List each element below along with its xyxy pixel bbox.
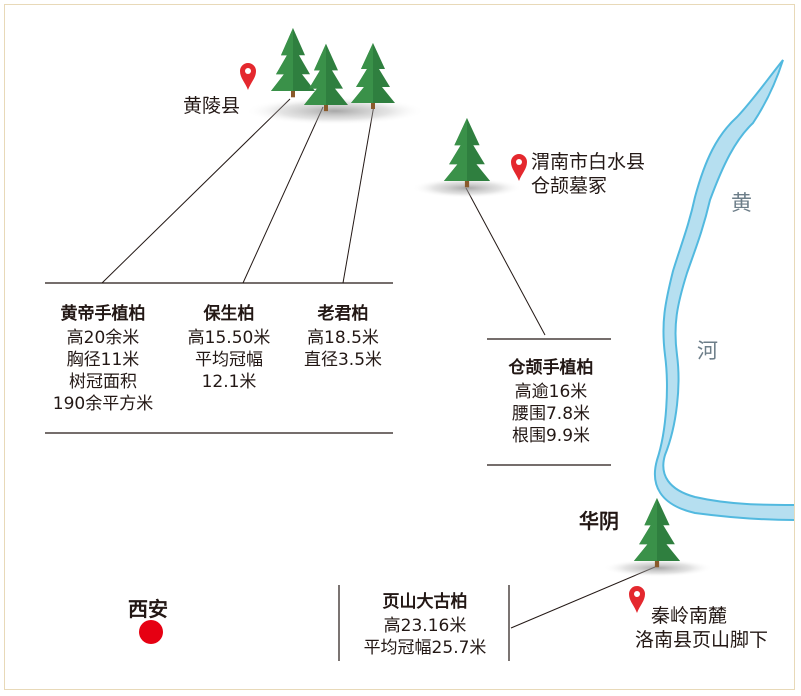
place-weinan-line1: 渭南市白水县	[531, 151, 646, 173]
tree-stat: 高逾16米	[514, 382, 588, 402]
tree-name: 页山大古柏	[382, 592, 468, 612]
tree-shadow	[603, 559, 713, 577]
map-canvas	[45, 28, 794, 661]
tree-stat: 190余平方米	[52, 394, 154, 414]
map-frame: 黄陵县 渭南市白水县 仓颉墓冢 华阴 秦岭南麓 洛南县页山脚下 西安 黄 河 黄…	[4, 4, 795, 690]
tree-shadow	[412, 178, 522, 198]
tree-icon	[351, 43, 395, 109]
tree-stat: 12.1米	[201, 372, 257, 392]
place-huayin: 华阴	[579, 509, 619, 533]
map-pin-icon	[629, 586, 645, 613]
tree-stat: 高15.50米	[187, 328, 271, 348]
leader-lines	[101, 98, 656, 629]
tree-stat: 直径3.5米	[303, 350, 383, 370]
tree-stat: 腰围7.8米	[511, 404, 591, 424]
place-xian: 西安	[128, 597, 168, 621]
map-pin-icon	[511, 154, 527, 181]
info-huangdi: 黄帝手植柏 高20余米 胸径11米 树冠面积 190余平方米	[43, 303, 163, 415]
yellow-river	[653, 59, 794, 521]
info-baosheng: 保生柏 高15.50米 平均冠幅 12.1米	[177, 303, 281, 393]
tree-stat: 高23.16米	[383, 616, 467, 636]
table-rules	[45, 282, 611, 661]
info-cangjie: 仓颉手植柏 高逾16米 腰围7.8米 根围9.9米	[491, 357, 611, 447]
tree-stat: 胸径11米	[66, 350, 140, 370]
tree-stat: 高20余米	[66, 328, 140, 348]
map-pin-icon	[240, 63, 256, 90]
tree-icon	[443, 118, 491, 188]
tree-icon	[271, 28, 315, 98]
place-huangling: 黄陵县	[183, 95, 241, 117]
river-label-char2: 河	[697, 339, 718, 363]
tree-shadow	[245, 97, 425, 125]
tree-stat: 平均冠幅25.7米	[363, 638, 487, 658]
river-label-char1: 黄	[731, 191, 752, 215]
tree-name: 老君柏	[317, 304, 369, 324]
tree-stat: 平均冠幅	[195, 350, 263, 370]
tree-name: 保生柏	[203, 304, 255, 324]
tree-name: 黄帝手植柏	[60, 304, 146, 324]
info-laojun: 老君柏 高18.5米 直径3.5米	[291, 303, 395, 371]
info-yeshan: 页山大古柏 高23.16米 平均冠幅25.7米	[345, 591, 505, 659]
tree-name: 仓颉手植柏	[508, 358, 594, 378]
tree-stat: 树冠面积	[69, 372, 137, 392]
place-weinan-line2: 仓颉墓冢	[531, 175, 608, 197]
place-qinling-line1: 秦岭南麓	[651, 605, 728, 627]
tree-icon	[633, 498, 681, 568]
place-qinling-line2: 洛南县页山脚下	[635, 629, 769, 651]
tree-icon	[304, 43, 348, 112]
tree-stat: 高18.5米	[307, 328, 379, 348]
tree-stat: 根围9.9米	[511, 426, 591, 446]
city-dot-icon	[139, 620, 163, 644]
